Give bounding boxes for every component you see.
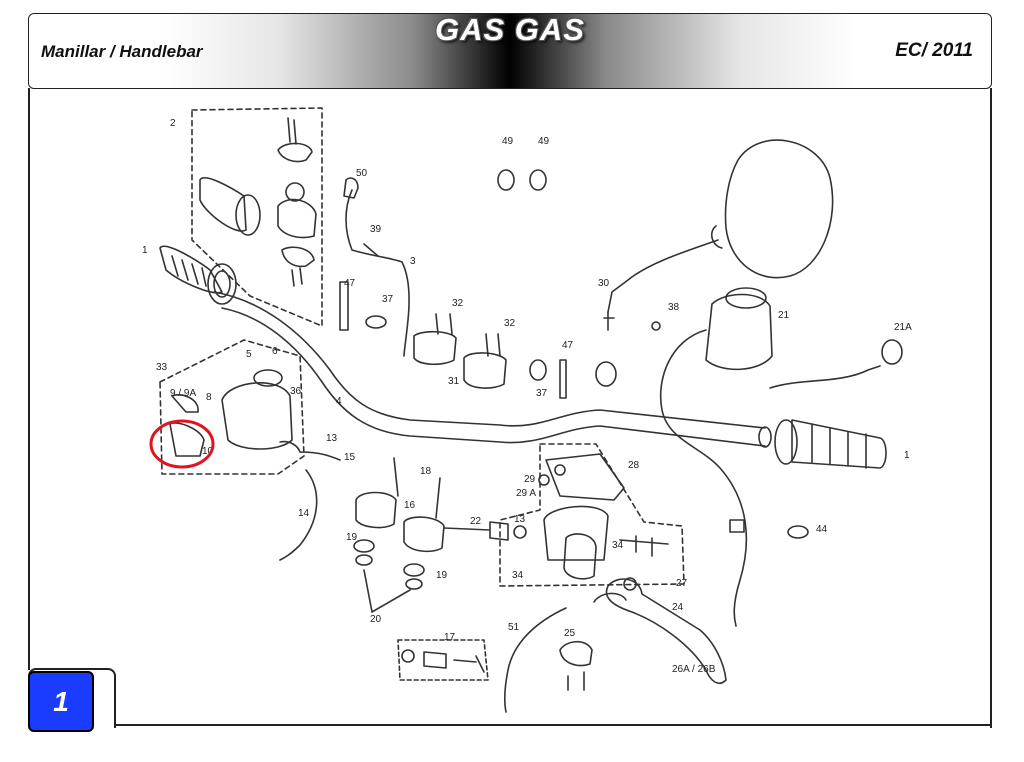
callout-29a: 29 A [516,488,536,499]
callout-2: 2 [170,118,176,129]
callout-22: 22 [470,516,482,527]
callout-36: 36 [290,386,302,397]
callout-5: 5 [246,349,252,360]
frame-right-border [990,88,992,728]
callout-20: 20 [370,614,382,625]
header-bar: GAS GAS Manillar / Handlebar EC/ 2011 [28,12,992,89]
callout-47-left: 47 [344,278,356,289]
callout-13-left: 13 [326,433,338,444]
callout-6: 6 [272,346,278,357]
callout-30: 30 [598,278,610,289]
callout-13-right: 13 [514,514,526,525]
callout-34-right: 34 [612,540,624,551]
lower-clamp-right [403,477,445,553]
callout-47-right: 47 [562,340,574,351]
handlebar-end [758,426,772,448]
clamp-left [413,313,457,366]
callout-33: 33 [156,362,168,373]
callout-10: 10 [202,446,214,457]
callout-32-left: 32 [452,298,464,309]
callout-25: 25 [564,628,576,639]
callout-49-right: 49 [538,136,550,147]
master-cylinder [538,453,669,580]
callout-37-right: 37 [536,388,548,399]
callout-16: 16 [404,500,416,511]
callout-8: 8 [206,392,212,403]
clutch-cable [503,607,567,713]
right-grip [774,419,887,469]
callout-26a-26b: 26A / 26B [672,664,716,675]
callout-28: 28 [628,460,640,471]
callout-34-left: 34 [512,570,524,581]
callout-31: 31 [448,376,460,387]
highlight-circle [149,419,215,469]
page-number-tab[interactable]: 1 [28,671,94,732]
left-grip [159,245,237,305]
callout-15: 15 [344,452,356,463]
handlebar-tube [213,291,766,429]
callout-14: 14 [298,508,310,519]
callout-21: 21 [778,310,790,321]
model-label: EC/ 2011 [895,40,973,61]
throttle-cable [345,189,410,357]
section-title: Manillar / Handlebar [41,42,203,61]
callout-24: 24 [672,602,684,613]
callout-37-left: 37 [382,294,394,305]
left-switch-box [159,339,305,475]
brand-logo: GAS GAS [435,12,585,47]
hot-start [397,639,489,681]
spacers [353,539,425,613]
adjuster [443,521,527,541]
callout-21a: 21A [894,322,912,333]
callout-32-right: 32 [504,318,516,329]
callout-51: 51 [508,622,520,633]
callout-39: 39 [370,224,382,235]
perch [559,640,593,667]
callout-19-left: 19 [346,532,358,543]
throttle-assembly-box [191,107,323,327]
handlebar-tube-lower [221,307,766,447]
callout-4: 4 [336,396,342,407]
callout-1-right: 1 [904,450,910,461]
master-cylinder-box [499,443,685,587]
callout-18: 18 [420,466,432,477]
callout-9-9a: 9 / 9A [170,388,196,399]
frame-bottom-border [114,724,992,726]
callout-50: 50 [356,168,368,179]
callout-44: 44 [816,524,828,535]
callout-38: 38 [668,302,680,313]
frame-left-border [28,88,30,670]
clamp-right [463,333,507,389]
callout-1-left: 1 [142,245,148,256]
right-switch [659,287,903,627]
throttle-housing [199,117,317,287]
callout-17: 17 [444,632,456,643]
callout-49-left: 49 [502,136,514,147]
mirror [595,139,834,387]
lower-clamp-left [355,457,399,529]
callout-27: 27 [676,578,688,589]
callout-19-right: 19 [436,570,448,581]
brake-lever [593,577,727,685]
wire-tie [365,315,387,329]
callout-3: 3 [410,256,416,267]
callout-29: 29 [524,474,536,485]
